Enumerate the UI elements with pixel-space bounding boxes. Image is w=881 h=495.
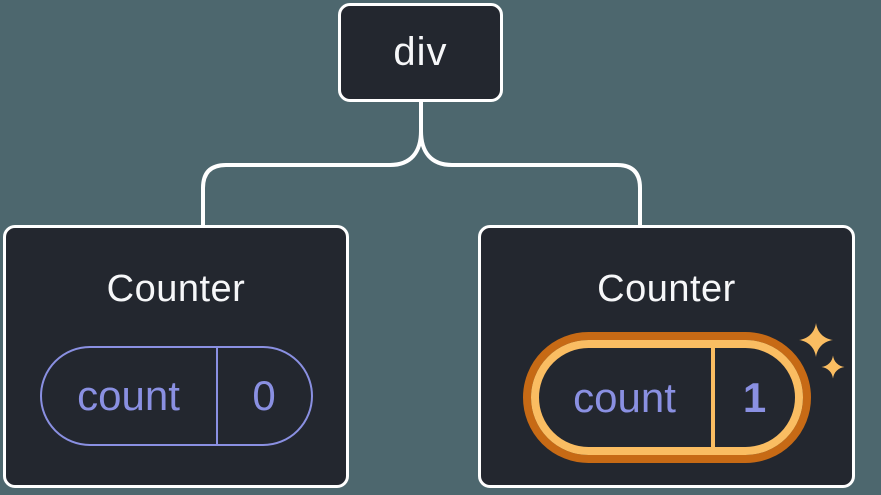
state-value: 1 <box>742 373 767 421</box>
counter-node-right: Counter count 1 <box>478 225 855 488</box>
counter-node-left: Counter count 0 <box>3 225 349 488</box>
state-pill-highlighted: count 1 <box>522 332 811 463</box>
state-key: count <box>77 372 180 419</box>
root-node-label: div <box>393 30 448 74</box>
component-title: Counter <box>106 268 246 310</box>
sparkles-icon <box>799 323 845 379</box>
pill-divider <box>215 348 218 444</box>
pill-divider <box>710 348 715 447</box>
state-pill: count 0 <box>39 346 313 446</box>
state-key: count <box>573 373 676 421</box>
state-value: 0 <box>252 372 276 419</box>
tree-node-div: div <box>338 3 503 102</box>
component-title: Counter <box>597 268 736 310</box>
